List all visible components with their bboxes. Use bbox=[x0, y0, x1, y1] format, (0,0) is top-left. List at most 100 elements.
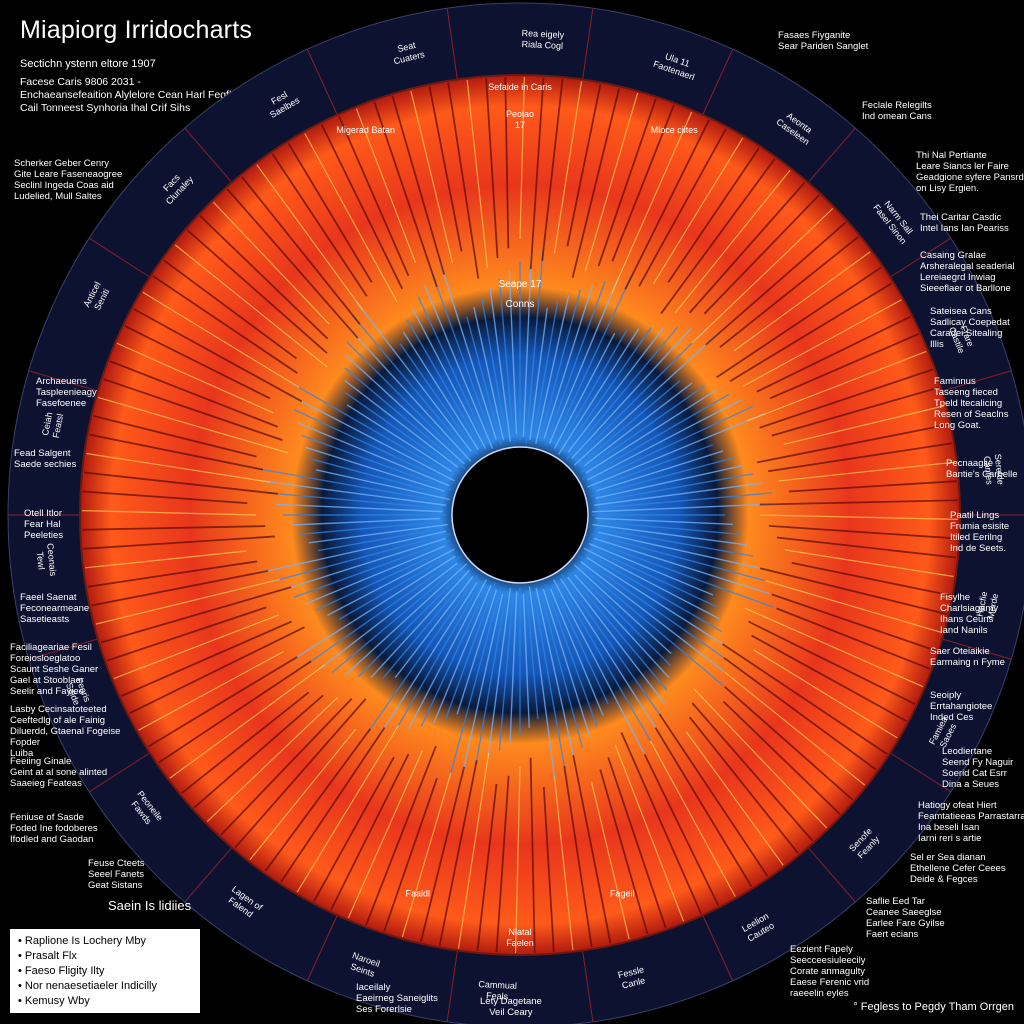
blue-fiber bbox=[540, 593, 584, 748]
blue-fiber bbox=[599, 473, 754, 502]
blue-fiber bbox=[498, 594, 514, 752]
red-fiber bbox=[729, 282, 893, 382]
blue-fiber bbox=[582, 393, 730, 480]
red-fiber bbox=[515, 766, 521, 953]
blue-fiber bbox=[466, 316, 502, 445]
red-fiber bbox=[83, 535, 275, 550]
red-fiber bbox=[113, 614, 280, 680]
blue-fiber bbox=[595, 464, 744, 499]
blue-fiber bbox=[567, 326, 665, 453]
red-fiber bbox=[106, 606, 267, 662]
red-fiber bbox=[643, 754, 720, 906]
red-fiber bbox=[658, 713, 769, 877]
legend-box: • Raplione Is Lochery Mby • Prasalt Flx … bbox=[10, 929, 200, 1013]
blue-fiber bbox=[560, 578, 657, 729]
red-fiber bbox=[116, 342, 274, 414]
blue-fiber bbox=[291, 395, 455, 482]
ring-divider bbox=[184, 847, 233, 903]
blue-fiber bbox=[305, 446, 445, 492]
red-fiber bbox=[759, 567, 947, 615]
blue-fiber bbox=[509, 591, 518, 744]
blue-fiber bbox=[535, 587, 575, 759]
red-fiber bbox=[784, 549, 954, 578]
red-fiber bbox=[638, 128, 727, 287]
ring-divider bbox=[446, 8, 458, 80]
red-fiber bbox=[611, 111, 693, 294]
red-fiber bbox=[264, 728, 372, 872]
blue-fiber bbox=[331, 563, 463, 674]
blue-fiber bbox=[571, 327, 692, 460]
red-fiber bbox=[158, 660, 312, 764]
blue-fiber bbox=[293, 539, 451, 599]
red-fiber bbox=[82, 490, 248, 504]
blue-fiber bbox=[271, 532, 451, 583]
blue-fiber bbox=[290, 381, 454, 477]
red-fiber bbox=[86, 452, 271, 483]
blue-fiber bbox=[402, 331, 479, 451]
red-fiber bbox=[347, 750, 423, 919]
blue-fiber bbox=[344, 563, 468, 676]
blue-fiber bbox=[487, 588, 512, 758]
blue-fiber bbox=[357, 569, 466, 678]
red-fiber bbox=[383, 777, 438, 932]
blue-fiber bbox=[348, 327, 472, 462]
red-fiber bbox=[660, 158, 776, 315]
red-fiber bbox=[420, 766, 466, 942]
blue-fiber bbox=[591, 502, 781, 513]
blue-fiber bbox=[542, 588, 591, 738]
zone-label: HacfieMerde bbox=[975, 591, 1000, 620]
red-fiber bbox=[82, 510, 257, 516]
red-fiber bbox=[95, 578, 280, 625]
red-fiber bbox=[109, 360, 278, 428]
blue-fiber bbox=[588, 542, 714, 596]
blue-fiber bbox=[344, 354, 465, 465]
red-fiber bbox=[688, 716, 799, 854]
red-fiber bbox=[691, 207, 834, 344]
red-fiber bbox=[542, 786, 555, 952]
header-line-1: Facese Caris 9806 2031 - bbox=[20, 76, 141, 88]
red-fiber bbox=[620, 732, 702, 915]
red-fiber bbox=[220, 697, 353, 836]
red-fiber bbox=[457, 752, 490, 949]
red-fiber bbox=[152, 275, 298, 374]
blue-fiber bbox=[449, 586, 502, 776]
red-fiber bbox=[778, 461, 955, 482]
red-fiber bbox=[553, 81, 583, 254]
blue-fiber bbox=[595, 542, 774, 608]
red-fiber bbox=[572, 754, 612, 944]
red-fiber bbox=[466, 80, 489, 269]
red-fiber bbox=[186, 229, 328, 354]
blue-fiber bbox=[254, 467, 443, 503]
blue-fiber bbox=[579, 556, 725, 659]
blue-fiber bbox=[522, 254, 533, 437]
red-fiber bbox=[759, 499, 958, 506]
footer-note: ° Fegless to Pegdy Tham Orrgen bbox=[853, 1001, 1014, 1013]
red-fiber bbox=[607, 757, 667, 929]
red-fiber bbox=[241, 176, 361, 325]
red-fiber bbox=[689, 181, 806, 314]
blue-fiber bbox=[282, 537, 446, 591]
blue-fiber bbox=[480, 297, 507, 437]
blue-fiber bbox=[567, 576, 665, 704]
blue-fiber bbox=[275, 503, 443, 513]
blue-fiber bbox=[585, 389, 717, 474]
header-line-3: Cail Tonneest Synhoria Ihal Crif Sihs bbox=[20, 102, 191, 114]
red-fiber bbox=[753, 649, 898, 739]
red-fiber bbox=[147, 656, 298, 748]
red-fiber bbox=[691, 702, 814, 842]
red-fiber bbox=[447, 82, 480, 279]
red-fiber bbox=[783, 405, 945, 445]
red-fiber bbox=[716, 266, 882, 379]
red-fiber bbox=[722, 700, 841, 815]
red-fiber bbox=[100, 586, 292, 644]
blue-fiber bbox=[539, 289, 581, 442]
blue-fiber bbox=[462, 594, 504, 770]
